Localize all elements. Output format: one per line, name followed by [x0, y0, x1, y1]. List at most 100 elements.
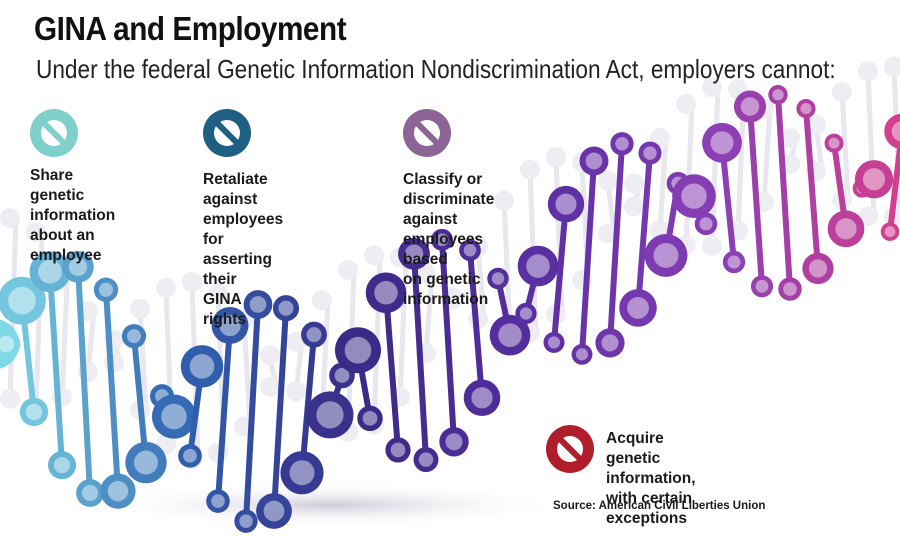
helix-node: [722, 250, 746, 274]
source-credit: Source: American Civil Liberties Union: [553, 500, 766, 512]
helix-node: [778, 277, 802, 301]
helix-node: [463, 379, 501, 417]
helix-ghost-node: [598, 223, 618, 244]
helix-ghost-node: [520, 159, 540, 180]
helix-rung: [803, 105, 821, 272]
helix-ghost-node: [338, 259, 358, 280]
helix-ghost-node: [702, 77, 722, 98]
helix-rung: [59, 262, 71, 400]
helix-rung: [635, 150, 653, 311]
helix-rung: [47, 268, 65, 469]
helix-ghost-node: [286, 331, 306, 352]
helix-rung: [475, 243, 487, 322]
helix-node: [459, 239, 481, 262]
helix-rung: [243, 301, 261, 525]
helix-ghost-node: [130, 298, 150, 319]
helix-rung: [467, 247, 485, 401]
helix-node: [272, 295, 300, 322]
helix-node: [0, 329, 21, 359]
helix-node: [211, 307, 249, 344]
helix-ghost-node: [260, 345, 280, 366]
helix-node: [234, 509, 258, 533]
helix-node: [827, 210, 865, 248]
helix-node: [19, 397, 49, 427]
helix-rung: [887, 129, 900, 235]
helix-ghost-node: [806, 114, 826, 135]
helix-node: [180, 345, 224, 388]
helix-node: [93, 277, 119, 302]
helix-rung: [501, 198, 513, 336]
helix-node: [694, 212, 718, 236]
helix-ghost-node: [832, 81, 852, 102]
helix-node: [439, 427, 469, 457]
prohibition-text: Classify or discriminate against employe…: [403, 171, 495, 308]
helix-ghost-node: [364, 245, 384, 266]
helix-node: [398, 237, 430, 270]
helix-rung: [383, 289, 401, 453]
helix-node: [280, 451, 324, 495]
helix-node: [62, 251, 94, 283]
helix-node: [47, 451, 77, 480]
helix-ghost-node: [260, 376, 280, 397]
helix-rung: [423, 270, 435, 356]
helix-node: [125, 441, 167, 484]
helix-node: [431, 228, 453, 251]
helix-ghost-node: [624, 196, 644, 217]
helix-node: [178, 443, 202, 468]
helix-rung: [775, 91, 793, 293]
helix-node: [100, 473, 136, 509]
page-title: GINA and Employment: [34, 10, 347, 47]
helix-ghost-node: [546, 147, 566, 168]
prohibited-icon: [403, 109, 451, 157]
helix-ghost-node: [156, 277, 176, 298]
helix-node: [702, 122, 742, 163]
helix-node: [796, 99, 816, 119]
helix-node: [880, 222, 900, 241]
helix-node: [854, 160, 894, 199]
helix-node: [543, 331, 565, 353]
helix-rung: [719, 139, 737, 266]
helix-node: [619, 289, 657, 327]
helix-ghost-node: [286, 381, 306, 402]
helix-node: [571, 343, 593, 365]
helix-node: [487, 267, 509, 290]
helix-rung: [747, 103, 765, 290]
helix-rung: [103, 286, 121, 495]
helix-ghost-node: [598, 170, 618, 191]
helix-ghost-node: [858, 61, 878, 82]
helix-node: [884, 113, 900, 149]
helix-node: [76, 479, 104, 507]
helix-node: [357, 405, 383, 432]
helix-ghost-node: [208, 283, 228, 304]
helix-ghost-node: [26, 222, 46, 243]
helix-ghost-node: [312, 290, 332, 311]
helix-ghost-node: [676, 93, 696, 114]
helix-node: [579, 146, 609, 176]
helix-node: [206, 489, 230, 513]
helix-rung: [657, 135, 669, 233]
helix-node: [802, 252, 834, 285]
helix-node: [0, 276, 46, 325]
helix-rung: [439, 236, 457, 445]
helix-rung: [397, 255, 409, 400]
helix-ghost-node: [624, 173, 644, 194]
helix-node: [733, 90, 767, 123]
helix-node: [301, 321, 327, 348]
helix-rung: [551, 201, 569, 346]
helix-rung: [761, 105, 773, 205]
helix-node: [151, 394, 197, 439]
helix-node: [517, 245, 559, 287]
helix-node: [638, 141, 662, 165]
helix-node: [595, 328, 625, 358]
helix-rung: [137, 306, 149, 413]
prohibited-icon: [203, 109, 251, 157]
page-subtitle: Under the federal Genetic Information No…: [36, 54, 836, 84]
helix-ghost-node: [702, 235, 722, 256]
helix-ghost-node: [182, 271, 202, 292]
helix-ghost-node: [416, 263, 436, 284]
helix-ghost-node: [0, 208, 20, 229]
prohibition-text: Acquire genetic information, with certai…: [606, 430, 696, 527]
helix-node: [489, 314, 531, 356]
helix-node: [824, 133, 844, 153]
